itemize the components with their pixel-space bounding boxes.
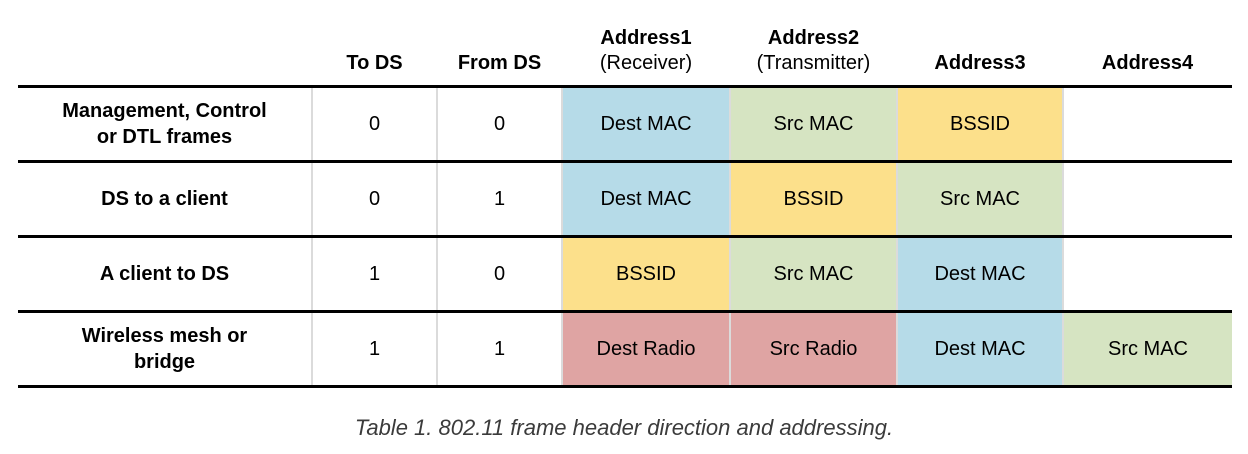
table-row-ds-to-client: DS to a client 0 1 Dest MAC BSSID Src MA… <box>18 161 1232 237</box>
cell-address1: Dest MAC <box>561 161 730 237</box>
cell-address4: Src MAC <box>1062 311 1232 387</box>
column-header-from-ds: From DS <box>437 0 562 87</box>
table-header-row: To DS From DS Address1 (Receiver) Addres… <box>18 0 1232 87</box>
table-caption: Table 1. 802.11 frame header direction a… <box>354 415 894 440</box>
cell-address1: Dest Radio <box>561 311 730 387</box>
cell-from-ds: 0 <box>436 86 562 162</box>
cell-to-ds: 0 <box>311 161 437 237</box>
column-header-row-label <box>18 0 312 87</box>
cell-from-ds: 0 <box>436 236 562 312</box>
column-header-address3: Address3 <box>897 0 1063 87</box>
cell-address3: Dest MAC <box>896 311 1063 387</box>
cell-address3: Dest MAC <box>896 236 1063 312</box>
row-label: A client to DS <box>99 263 230 285</box>
column-header-address4: Address4 <box>1063 0 1232 87</box>
table-row-wireless-mesh: Wireless mesh or bridge 1 1 Dest Radio S… <box>18 311 1232 387</box>
frame-addressing-table: To DS From DS Address1 (Receiver) Addres… <box>18 0 1232 388</box>
table-row-management-control: Management, Control or DTL frames 0 0 De… <box>18 86 1232 162</box>
cell-address2: Src MAC <box>729 86 897 162</box>
cell-to-ds: 0 <box>311 86 437 162</box>
column-header-address2-subtitle: (Transmitter) <box>756 52 871 74</box>
cell-address3: BSSID <box>896 86 1063 162</box>
row-label: Wireless mesh or bridge <box>81 325 248 373</box>
cell-to-ds: 1 <box>311 311 437 387</box>
cell-address2: BSSID <box>729 161 897 237</box>
cell-address1: BSSID <box>561 236 730 312</box>
table-row-client-to-ds: A client to DS 1 0 BSSID Src MAC Dest MA… <box>18 236 1232 312</box>
cell-address2: Src MAC <box>729 236 897 312</box>
cell-to-ds: 1 <box>311 236 437 312</box>
cell-address2: Src Radio <box>729 311 897 387</box>
column-header-address2: Address2 (Transmitter) <box>730 0 897 87</box>
cell-address4 <box>1062 161 1232 237</box>
cell-address3: Src MAC <box>896 161 1063 237</box>
cell-address1: Dest MAC <box>561 86 730 162</box>
column-header-address2-title: Address2 <box>767 27 860 49</box>
cell-from-ds: 1 <box>436 311 562 387</box>
cell-address4 <box>1062 86 1232 162</box>
cell-address4 <box>1062 236 1232 312</box>
cell-from-ds: 1 <box>436 161 562 237</box>
column-header-address1: Address1 (Receiver) <box>562 0 730 87</box>
column-header-to-ds: To DS <box>312 0 437 87</box>
column-header-address1-title: Address1 <box>600 27 692 49</box>
row-label: Management, Control or DTL frames <box>62 100 267 148</box>
column-header-address1-subtitle: (Receiver) <box>599 52 693 74</box>
row-label: DS to a client <box>101 188 228 210</box>
